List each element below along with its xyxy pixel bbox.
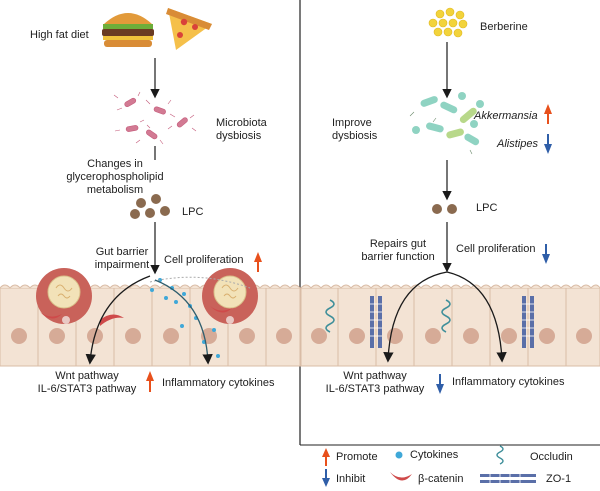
- inhibit-arrow-proliferation-right: [542, 244, 550, 264]
- legend-beta-catenin-label: β-catenin: [418, 473, 464, 485]
- pizza-icon: [166, 8, 212, 50]
- cytokine-dots-left: [150, 278, 220, 358]
- label-repairs-2: barrier function: [361, 251, 435, 263]
- arrow-to-pathway-left: [85, 275, 151, 365]
- epithelium-right: [300, 284, 600, 367]
- legend-occludin-icon: [496, 445, 504, 465]
- legend-zo1-icon: [480, 474, 536, 483]
- beta-catenin-left: [40, 306, 232, 326]
- label-improve: Improve: [332, 117, 372, 129]
- legend-zo1-label: ZO-1: [546, 473, 572, 485]
- promote-arrow-pathway-left: [146, 371, 154, 392]
- lpc-particles-right: [432, 204, 457, 214]
- label-microbiota: Microbiota: [216, 117, 267, 129]
- label-changes-1: Changes in: [87, 158, 143, 170]
- promote-arrow-akkermansia: [544, 104, 552, 124]
- label-repairs-1: Repairs gut: [369, 238, 427, 250]
- burger-icon: [102, 13, 154, 47]
- berberine-icon: [428, 7, 468, 38]
- zo1-right: [370, 296, 534, 348]
- legend-cytokines-icon: [395, 451, 403, 459]
- label-wnt-left: Wnt pathway: [55, 370, 119, 382]
- label-inflammatory-left: Inflammatory cytokines: [162, 377, 275, 389]
- legend-promote-label: Promote: [336, 451, 378, 463]
- label-improve-dysbiosis: dysbiosis: [332, 130, 378, 142]
- arrow-to-cytokines-left: [154, 279, 213, 365]
- inhibit-arrow-alistipes: [544, 134, 552, 154]
- label-gut-barrier-1: Gut barrier: [95, 246, 149, 258]
- bacteria-cluster-icon: [113, 91, 197, 145]
- label-akkermansia: Akkermansia: [474, 110, 538, 122]
- label-berberine: Berberine: [480, 21, 528, 33]
- label-alistipes: Alistipes: [497, 138, 538, 150]
- label-inflammatory-right: Inflammatory cytokines: [452, 376, 565, 388]
- label-lpc-left: LPC: [182, 206, 204, 218]
- label-wnt-right: Wnt pathway: [343, 370, 407, 382]
- label-il6-left: IL-6/STAT3 pathway: [37, 383, 137, 395]
- label-cell-proliferation-left: Cell proliferation: [164, 254, 244, 266]
- lpc-particles-left: [130, 194, 170, 219]
- label-high-fat-diet: High fat diet: [30, 29, 89, 41]
- promote-arrow-proliferation-left: [254, 252, 262, 272]
- label-gut-barrier-2: impairment: [94, 259, 150, 271]
- label-il6-right: IL-6/STAT3 pathway: [325, 383, 425, 395]
- legend-promote-icon: [322, 448, 330, 466]
- legend-beta-catenin-icon: [390, 472, 412, 481]
- legend-occludin-label: Occludin: [530, 451, 573, 463]
- legend-cytokines-label: Cytokines: [410, 449, 459, 461]
- tumor-left-2: [202, 268, 258, 324]
- label-lpc-right: LPC: [476, 202, 498, 214]
- label-changes-2: glycerophospholipid: [66, 171, 164, 183]
- label-cell-proliferation-right: Cell proliferation: [456, 243, 536, 255]
- inhibit-arrow-pathway-right: [436, 374, 444, 394]
- healthy-bacteria-icon: [409, 92, 484, 155]
- legend-inhibit-icon: [322, 469, 330, 487]
- occludin-right: [325, 299, 451, 333]
- arrow-to-pathway-right: [383, 271, 448, 363]
- label-dysbiosis: dysbiosis: [216, 130, 262, 142]
- label-changes-3: metabolism: [86, 184, 144, 196]
- arrow-to-cytokines-right: [446, 271, 507, 363]
- legend-inhibit-label: Inhibit: [336, 473, 366, 485]
- tumor-left-1: [36, 268, 92, 324]
